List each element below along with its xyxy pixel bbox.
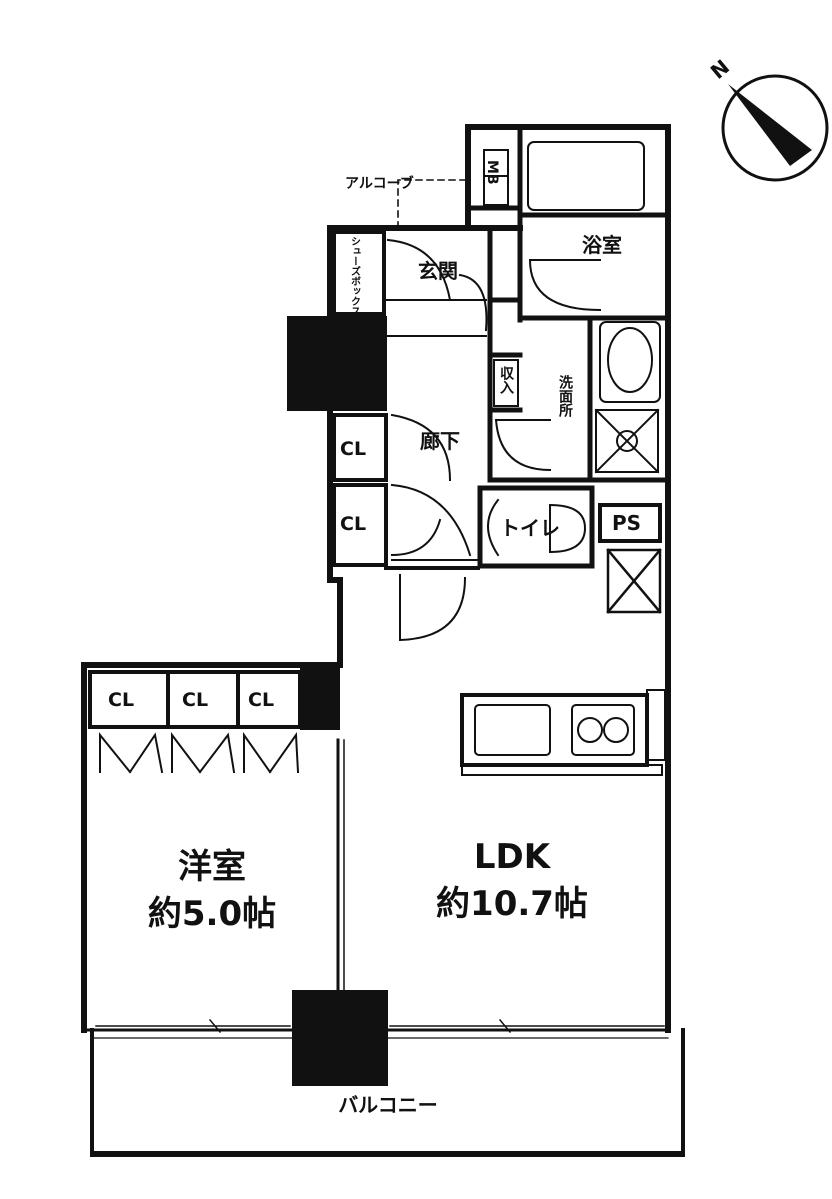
hallway-doors: [384, 413, 480, 570]
alcove-outline: [397, 179, 469, 229]
mb-unit: [483, 141, 645, 211]
partition-wall: [336, 738, 345, 1002]
western-room-name: 洋室: [178, 847, 246, 887]
toilet-room: [477, 485, 595, 569]
washroom-walls: [487, 317, 667, 483]
bathroom-label: 浴室: [582, 233, 622, 257]
duct-space: [606, 548, 662, 614]
ldk-name: LDK: [474, 837, 552, 877]
storage-label: 収入: [498, 365, 514, 394]
balcony-label: バルコニー: [338, 1093, 438, 1117]
hall-closet-label-1: CL: [340, 438, 366, 460]
hallway-label: 廊下: [420, 429, 460, 453]
toilet-label: トイレ: [500, 516, 560, 540]
compass-label: N: [706, 55, 734, 84]
room-closet-label-1: CL: [108, 689, 134, 711]
washroom-door: [494, 418, 552, 472]
ps-shaft: [598, 503, 662, 543]
storage-box: [493, 359, 519, 407]
entrance-floor: [385, 238, 488, 337]
north-arrow-icon: N: [706, 55, 829, 182]
alcove-label: アルコーブ: [345, 175, 414, 192]
bath-door: [528, 258, 602, 312]
window-sash-lines: [95, 1018, 665, 1034]
hall-closets: [332, 413, 388, 567]
shoes-box: [332, 230, 386, 316]
room-closet-label-2: CL: [182, 689, 208, 711]
closet-doors: [99, 731, 300, 774]
hall-closet-label-2: CL: [340, 513, 366, 535]
kitchen-counter: [460, 689, 666, 776]
ldk-door: [398, 574, 467, 642]
room-closet-label-3: CL: [248, 689, 274, 711]
entrance-label: 玄関: [418, 259, 458, 283]
western-room-size: 約5.0帖: [148, 894, 276, 934]
ps-label: PS: [612, 511, 641, 535]
washroom-label: 洗面所: [557, 374, 573, 418]
washing-machine-space: [594, 408, 660, 474]
washbasin: [599, 321, 661, 403]
mb-label: MB: [484, 160, 500, 185]
structural-columns: [287, 316, 388, 1086]
ldk-size: 約10.7帖: [436, 884, 588, 924]
shoes-box-label: シューズボックス: [349, 236, 361, 316]
